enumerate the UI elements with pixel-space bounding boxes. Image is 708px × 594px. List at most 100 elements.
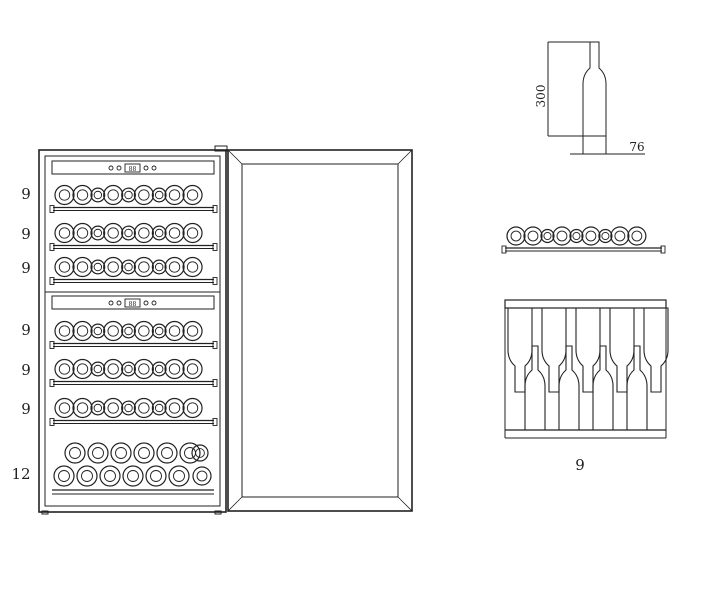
hinge-top [214, 145, 228, 152]
bottle-neck [124, 326, 133, 336]
temperature-display [124, 163, 141, 173]
bottle-neck [93, 228, 103, 238]
door-bevel [227, 149, 243, 165]
bottle-neck [115, 447, 127, 459]
shelf-rail-end [49, 243, 55, 251]
bottle-neck [93, 364, 103, 374]
bottle-neck [124, 228, 133, 238]
bottle-base [582, 135, 607, 155]
bottle-end [164, 184, 185, 206]
bottle-neck [58, 325, 71, 337]
rack-bottle-count: 9 [575, 456, 585, 474]
temperature-display [124, 298, 141, 308]
bottle-end [182, 256, 203, 278]
bottle-end [87, 442, 109, 464]
shelf-rail-end [49, 379, 55, 387]
bottle-neck [168, 261, 181, 273]
bottle-end [182, 222, 203, 244]
panel-button-icon [151, 300, 157, 306]
bottle-end [133, 397, 154, 419]
bottle-end [182, 320, 203, 342]
bottle-end [506, 226, 526, 246]
panel-button-icon [116, 300, 122, 306]
bottle-end [179, 442, 201, 464]
rack-bottle-upright [541, 307, 567, 393]
bottle-end [164, 397, 185, 419]
bottle-end [90, 187, 106, 203]
bottle-neck [173, 470, 185, 482]
bottle-neck [124, 262, 133, 272]
rack-bottle-inverted [592, 345, 614, 431]
shelf-rail-end [212, 418, 218, 426]
bottle-neck [107, 325, 119, 337]
bottle-neck [138, 325, 150, 337]
shelf-rail-end [49, 418, 55, 426]
bottle-end [122, 465, 144, 487]
bottle-neck [168, 402, 181, 414]
bottle-end [156, 442, 178, 464]
bottle-neck [107, 189, 119, 201]
bottle-end [72, 256, 93, 278]
bottle-neck [154, 364, 164, 374]
upper-control-panel [51, 160, 215, 175]
bottle-neck [154, 228, 164, 238]
bottle-neck [572, 231, 581, 241]
bottle-end [133, 320, 154, 342]
bottle-end [103, 184, 124, 206]
bottle-neck [138, 227, 150, 239]
bottle-end [76, 465, 98, 487]
bottle-end [145, 465, 167, 487]
bottle-dimension-sketch [547, 41, 645, 155]
bottle-neck [124, 364, 133, 374]
bottle-end [103, 397, 124, 419]
panel-button-icon [143, 300, 149, 306]
shelf-count-6: 9 [21, 400, 31, 418]
bottle-end [133, 222, 154, 244]
bottle-end [182, 358, 203, 380]
bottle-end [151, 361, 167, 377]
bottle-end [121, 259, 136, 275]
rack-top-rail [504, 299, 667, 309]
bottle-end [569, 228, 584, 244]
bottle-end [627, 226, 647, 246]
bottle-end [164, 256, 185, 278]
shelf-rail-end [212, 341, 218, 349]
shelf-count-4: 9 [21, 321, 31, 339]
rack-bottle-inverted [558, 345, 580, 431]
bottle-neck [138, 447, 150, 459]
bottle-neck [196, 470, 208, 482]
bottle-end [168, 465, 190, 487]
bottle-end [54, 256, 75, 278]
bottle-end [182, 397, 203, 419]
bottle-neck [154, 190, 164, 200]
bottle-end [54, 222, 75, 244]
upper-panel-controls [108, 163, 157, 173]
bottom-shelf [52, 442, 214, 495]
rack-bottle-inverted [524, 345, 546, 431]
shelf [49, 358, 218, 387]
bottle-end [151, 225, 167, 241]
bottle-neck [601, 231, 610, 241]
bottle-end [103, 222, 124, 244]
bottle-end [523, 226, 543, 246]
bottle-neck [76, 325, 89, 337]
lower-control-panel [51, 295, 215, 310]
bottle-neck [186, 363, 199, 375]
bottle-end [121, 323, 136, 339]
bottle-end [72, 222, 93, 244]
bottle-neck [138, 189, 150, 201]
bottle-neck [556, 230, 568, 242]
shelf-rail-end [212, 243, 218, 251]
bottle-end [581, 226, 601, 246]
bottle-neck [168, 189, 181, 201]
bottle-end [133, 358, 154, 380]
bottle-end [164, 320, 185, 342]
bottle-neck [58, 189, 71, 201]
bottle-end [610, 226, 630, 246]
panel-button-icon [108, 165, 114, 171]
bottle-neck [58, 261, 71, 273]
door-glass [241, 163, 399, 498]
bottle-neck [168, 227, 181, 239]
door-bevel [397, 496, 413, 512]
